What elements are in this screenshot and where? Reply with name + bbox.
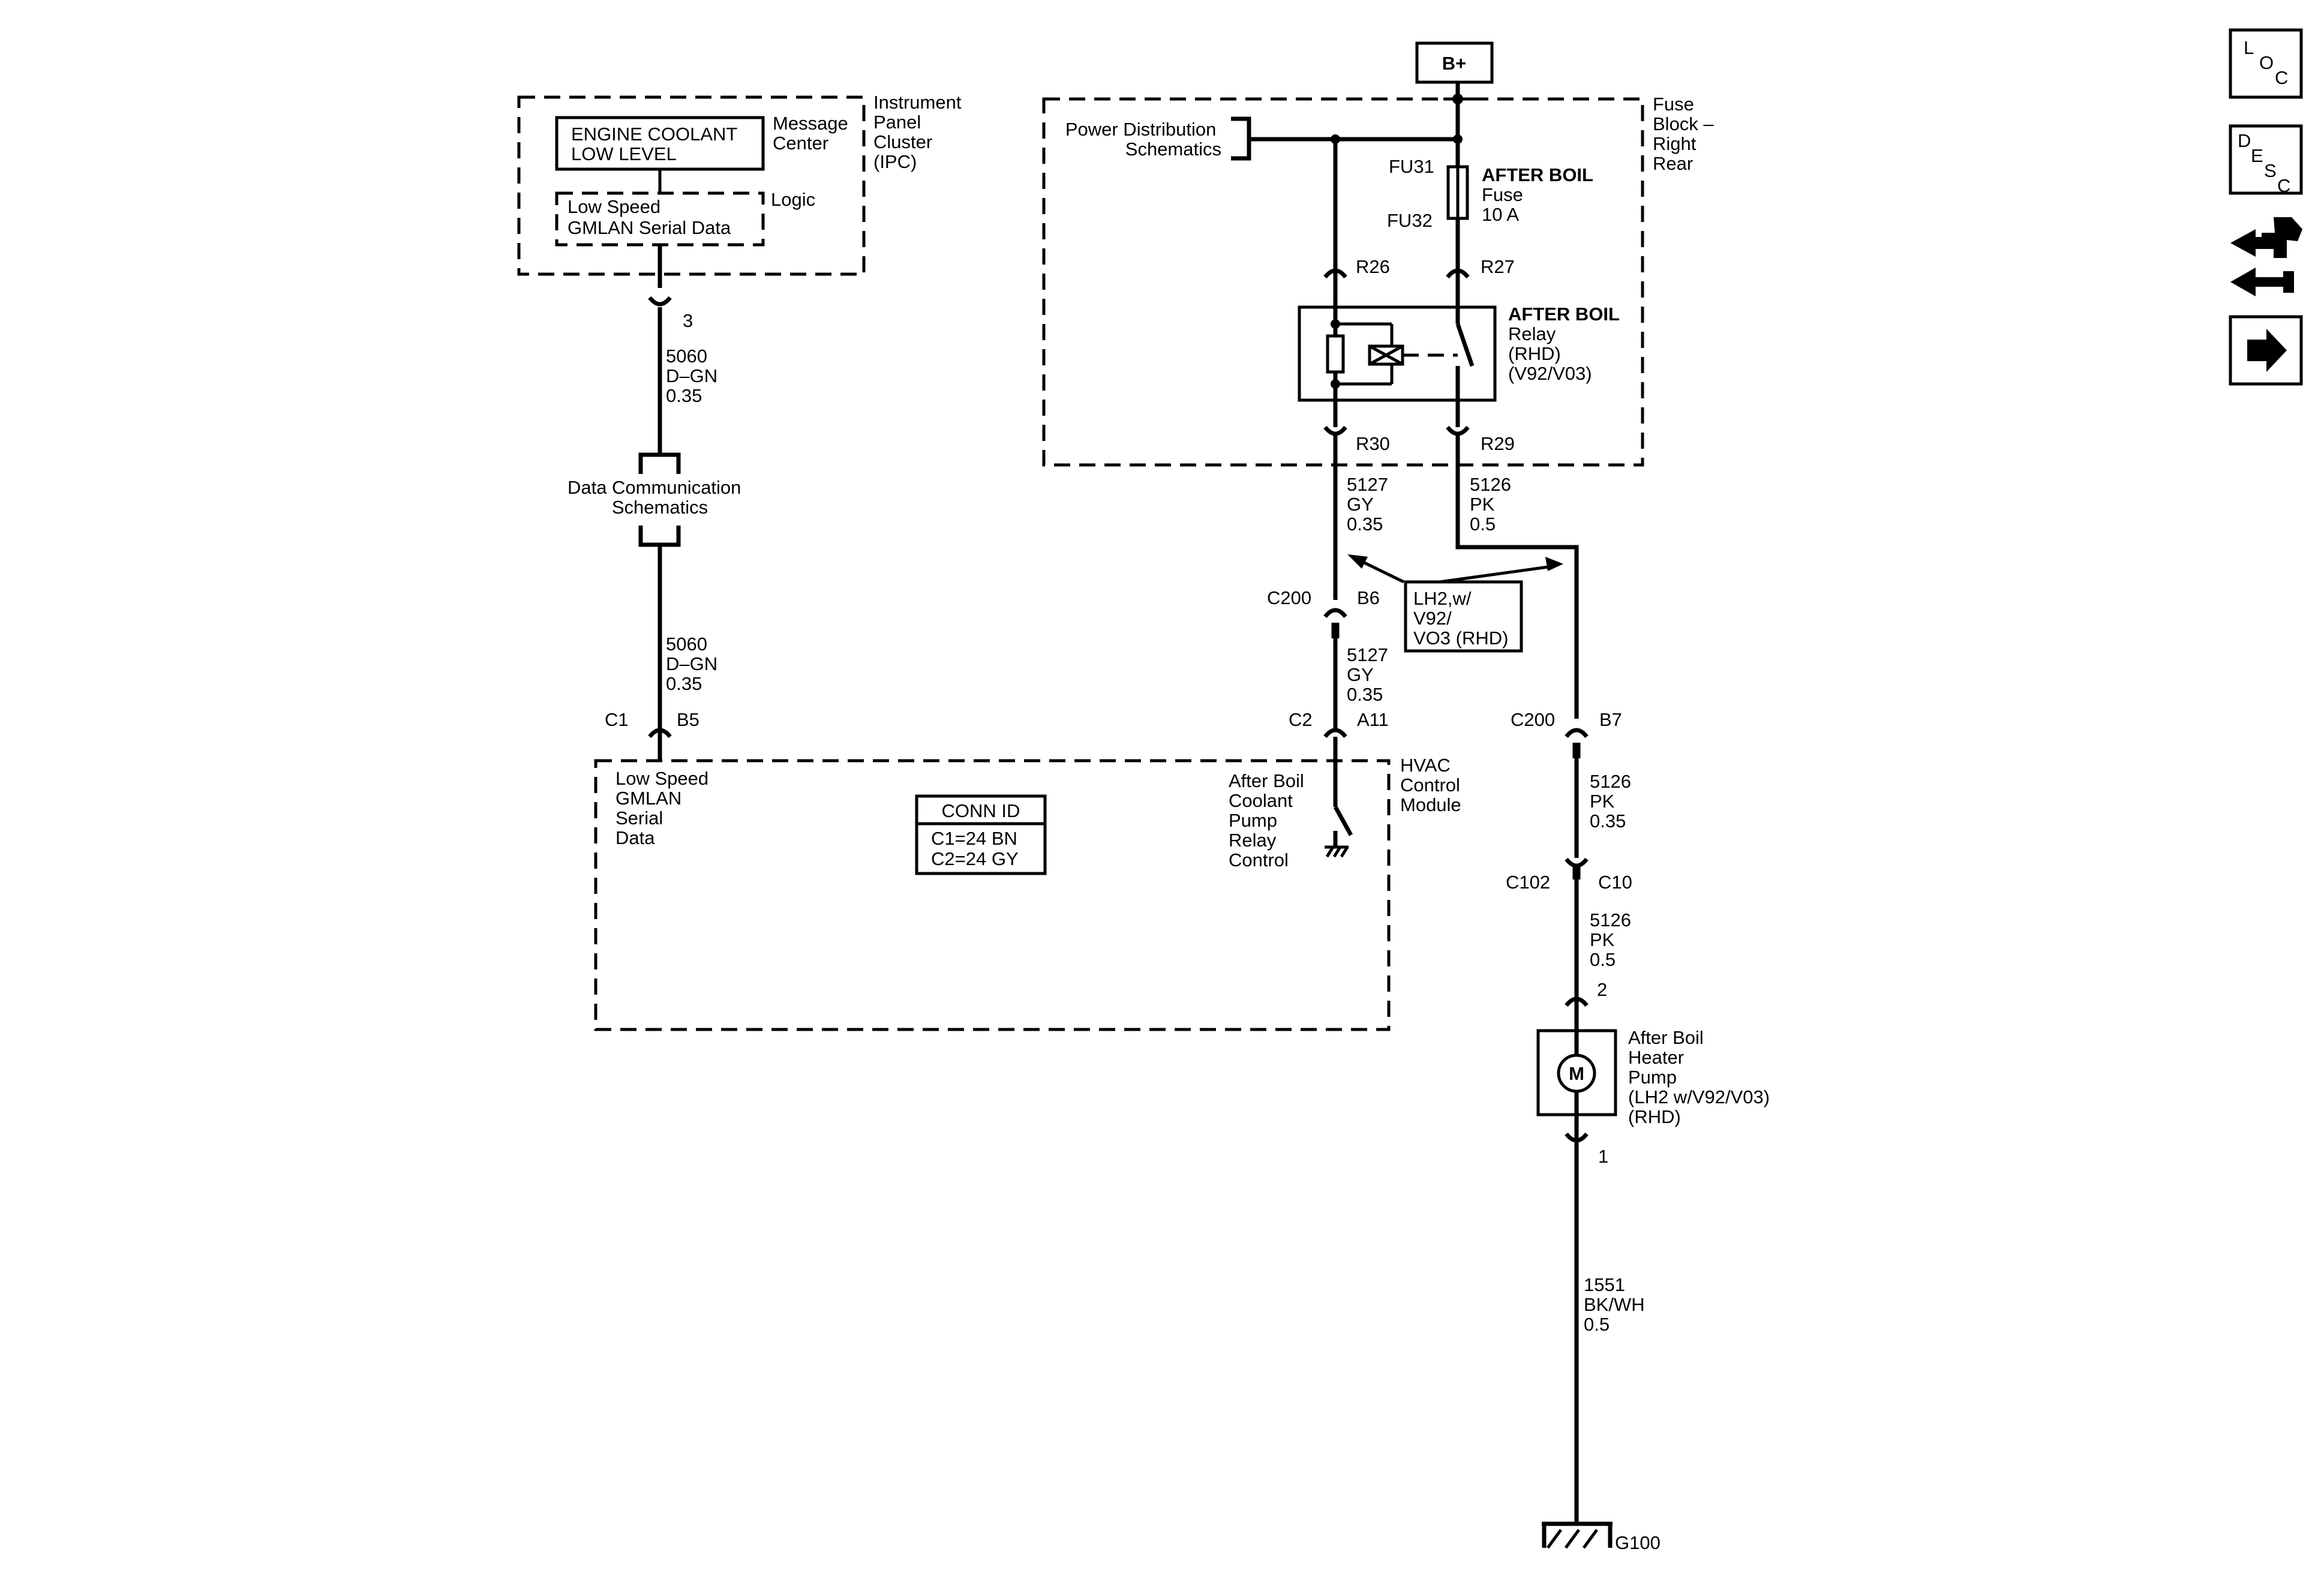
c200-b6-connector: C200 B6 bbox=[1267, 587, 1380, 638]
power-distribution-ref: Power Distribution Schematics bbox=[1065, 119, 1221, 160]
ipc-connector: 3 bbox=[648, 296, 693, 331]
ipc-pin-3: 3 bbox=[683, 310, 693, 331]
message-center-label: Message Center bbox=[773, 113, 853, 154]
fuse-block-name: Fuse Block – Right Rear bbox=[1653, 94, 1719, 174]
conn-id-table: CONN ID C1=24 BN C2=24 GY bbox=[915, 794, 1047, 875]
svg-text:D: D bbox=[2238, 130, 2251, 151]
c10-label: C10 bbox=[1598, 872, 1632, 893]
svg-text:C: C bbox=[2277, 175, 2290, 196]
conn-id-row: C1=24 BN bbox=[931, 828, 1017, 849]
instrument-panel-cluster: Instrument Panel Cluster (IPC) ENGINE CO… bbox=[517, 92, 966, 288]
arrow-right-icon bbox=[2247, 329, 2287, 372]
wire-5126-low-label: 5126 PK 0.5 bbox=[1590, 909, 1637, 970]
fuse-label: AFTER BOIL Fuse 10 A bbox=[1482, 164, 1599, 225]
wire-5127-top-label: 5127 GY 0.35 bbox=[1347, 474, 1394, 535]
conn-id-title: CONN ID bbox=[942, 800, 1020, 821]
c2-label: C2 bbox=[1289, 709, 1313, 730]
r30-label: R30 bbox=[1356, 433, 1390, 454]
relay-control-label: After Boil Coolant Pump Relay Control bbox=[1229, 770, 1309, 870]
battery-positive: B+ bbox=[1415, 41, 1494, 84]
next-page-button[interactable] bbox=[2229, 315, 2303, 386]
message-center-text: ENGINE COOLANT LOW LEVEL bbox=[571, 124, 742, 164]
motor-symbol: M bbox=[1569, 1063, 1584, 1084]
c102-c10-connector: C102 C10 bbox=[1506, 857, 1632, 893]
logic-text: Low Speed GMLAN Serial Data bbox=[568, 196, 731, 238]
option-text: LH2,w/ V92/ VO3 (RHD) bbox=[1413, 588, 1508, 649]
gmlan-serial-data-label: Low Speed GMLAN Serial Data bbox=[615, 768, 714, 848]
c1-label: C1 bbox=[605, 709, 629, 730]
svg-text:C: C bbox=[2275, 67, 2288, 88]
svg-text:L: L bbox=[2244, 37, 2254, 58]
data-communication-schematics-ref: Data Communication Schematics bbox=[568, 452, 746, 547]
pump-pin-2: 2 bbox=[1597, 979, 1607, 1000]
wire-5127-mid-label: 5127 GY 0.35 bbox=[1347, 644, 1394, 705]
location-button[interactable]: L O C bbox=[2229, 28, 2303, 99]
wire-5060-top-label: 5060 D–GN 0.35 bbox=[666, 346, 723, 406]
hvac-control-module: C1 B5 C2 A11 HVAC Control Module Low Spe… bbox=[594, 709, 1466, 1031]
c200-left-label: C200 bbox=[1267, 587, 1311, 608]
description-button[interactable]: D E S C bbox=[2229, 124, 2303, 196]
pump-label: After Boil Heater Pump (LH2 w/V92/V03) (… bbox=[1628, 1027, 1775, 1127]
svg-text:O: O bbox=[2259, 52, 2274, 73]
svg-text:B+: B+ bbox=[1442, 53, 1467, 74]
wire-5126-top-label: 5126 PK 0.5 bbox=[1470, 474, 1517, 535]
pump-pin-1: 1 bbox=[1598, 1146, 1608, 1167]
c200-right-label: C200 bbox=[1511, 709, 1555, 730]
fu31-label: FU31 bbox=[1389, 156, 1434, 177]
fu32-label: FU32 bbox=[1387, 210, 1433, 231]
svg-text:E: E bbox=[2251, 145, 2263, 166]
after-boil-heater-pump: 2 M 1 After Boil Heater Pump (LH2 w/V92/… bbox=[1536, 979, 1775, 1167]
relay-label: AFTER BOIL Relay (RHD) (V92/V03) bbox=[1508, 304, 1625, 384]
ipc-name: Instrument Panel Cluster (IPC) bbox=[873, 92, 966, 172]
a11-label: A11 bbox=[1357, 709, 1389, 730]
conn-id-row: C2=24 GY bbox=[931, 848, 1019, 869]
b7-label: B7 bbox=[1599, 709, 1622, 730]
r27-label: R27 bbox=[1481, 256, 1515, 277]
option-callout: LH2,w/ V92/ VO3 (RHD) bbox=[1347, 554, 1563, 653]
b5-label: B5 bbox=[677, 709, 699, 730]
hvac-name: HVAC Control Module bbox=[1400, 755, 1466, 815]
fuse-block-right-rear: Fuse Block – Right Rear Power Distributi… bbox=[1042, 82, 1719, 467]
wire-1551-label: 1551 BK/WH 0.5 bbox=[1584, 1274, 1650, 1335]
data-comm-text: Data Communication Schematics bbox=[568, 477, 746, 518]
wire-5126-mid-label: 5126 PK 0.35 bbox=[1590, 771, 1637, 831]
c200-b7-connector: C200 B7 bbox=[1511, 709, 1622, 758]
c102-label: C102 bbox=[1506, 872, 1550, 893]
connector-tools-icon[interactable] bbox=[2230, 217, 2302, 296]
b6-label: B6 bbox=[1357, 587, 1380, 608]
logic-label: Logic bbox=[771, 189, 815, 210]
ground-label: G100 bbox=[1615, 1532, 1661, 1553]
ground-g100: G100 bbox=[1542, 1521, 1661, 1553]
svg-text:S: S bbox=[2264, 160, 2277, 181]
r29-label: R29 bbox=[1481, 433, 1515, 454]
r26-label: R26 bbox=[1356, 256, 1390, 277]
wire-5060-bottom-label: 5060 D–GN 0.35 bbox=[666, 634, 723, 694]
